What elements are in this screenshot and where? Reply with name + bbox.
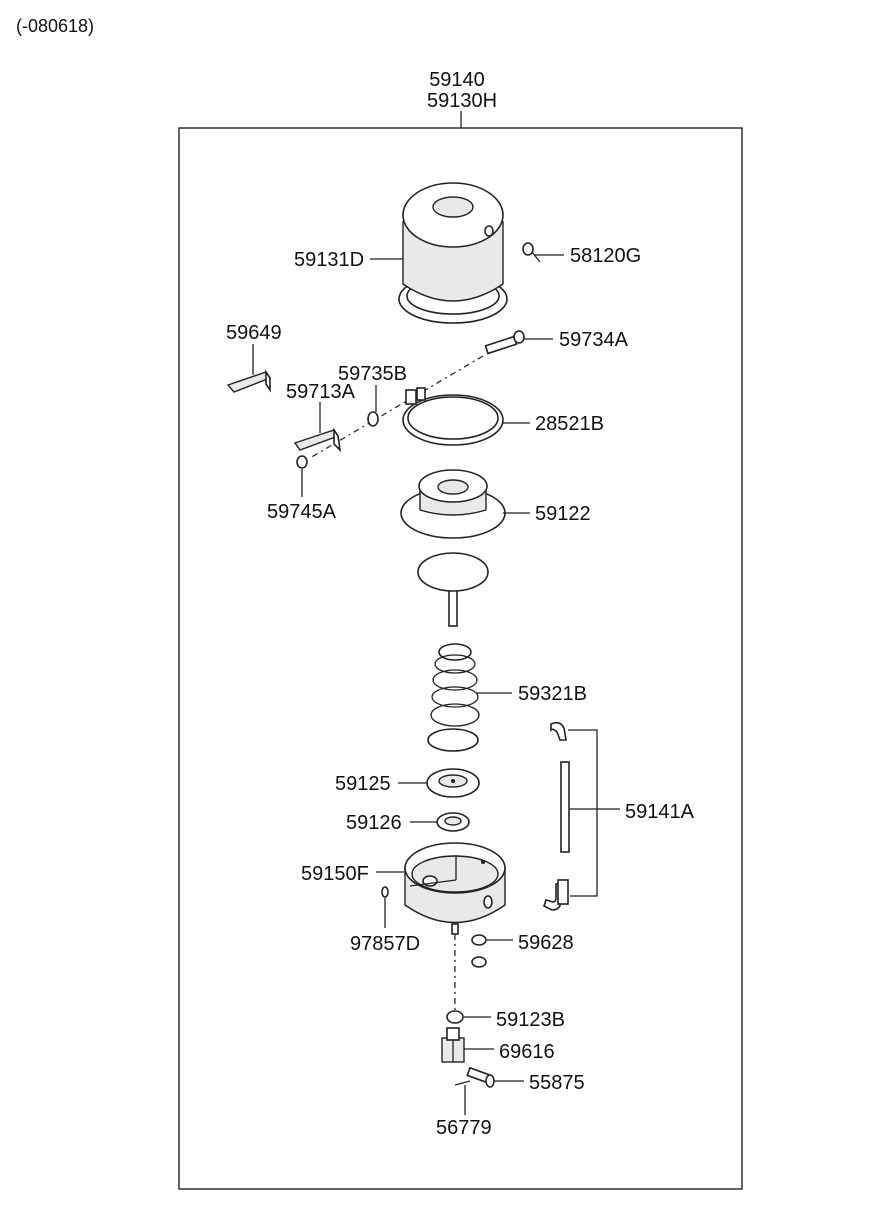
nut-59745A-part[interactable] xyxy=(296,455,308,469)
nut-59628-part[interactable] xyxy=(471,934,487,968)
label-28521B[interactable]: 28521B xyxy=(535,413,604,435)
label-59713A[interactable]: 59713A xyxy=(286,381,356,403)
nut-59123B-part[interactable] xyxy=(446,1010,464,1024)
label-59126[interactable]: 59126 xyxy=(346,812,402,834)
washer-59125-part[interactable] xyxy=(426,768,480,798)
lower-housing-part[interactable] xyxy=(404,842,506,935)
label-59123B[interactable]: 59123B xyxy=(496,1009,565,1031)
assembly-part-number-2[interactable]: 59130H xyxy=(427,90,497,112)
label-56779[interactable]: 56779 xyxy=(436,1117,492,1139)
revision-code: (-080618) xyxy=(16,16,94,36)
label-59745A[interactable]: 59745A xyxy=(267,501,337,523)
spring-part[interactable] xyxy=(427,643,480,752)
washer-59126-part[interactable] xyxy=(436,812,470,832)
nipple-part[interactable] xyxy=(522,242,541,263)
assembly-frame xyxy=(178,127,743,1190)
label-59628[interactable]: 59628 xyxy=(518,932,574,954)
label-59125[interactable]: 59125 xyxy=(335,773,391,795)
nut-59735B-part[interactable] xyxy=(367,411,379,427)
label-58120G[interactable]: 58120G xyxy=(570,245,641,267)
label-97857D[interactable]: 97857D xyxy=(350,933,420,955)
piston-plate-part xyxy=(417,552,489,627)
label-69616[interactable]: 69616 xyxy=(499,1041,555,1063)
label-59122[interactable]: 59122 xyxy=(535,503,591,525)
label-55875[interactable]: 55875 xyxy=(529,1072,585,1094)
boot-cover-part[interactable] xyxy=(398,182,508,324)
label-59735B[interactable]: 59735B xyxy=(338,363,407,385)
clevis-pin-part[interactable] xyxy=(466,1066,495,1088)
clamp-band-part[interactable] xyxy=(402,387,504,446)
bracket-59649-part[interactable] xyxy=(226,369,272,393)
label-59141A[interactable]: 59141A xyxy=(625,801,695,823)
label-59734A[interactable]: 59734A xyxy=(559,329,629,351)
label-59321B[interactable]: 59321B xyxy=(518,683,587,705)
label-59131D[interactable]: 59131D xyxy=(294,249,364,271)
clevis-part[interactable] xyxy=(441,1027,465,1063)
plug-97857D-part[interactable] xyxy=(381,886,389,898)
bolt-59734A-part[interactable] xyxy=(484,330,525,355)
split-pin-part[interactable] xyxy=(454,1080,471,1086)
diaphragm-cup-part[interactable] xyxy=(400,469,506,539)
hose-set-part[interactable] xyxy=(543,721,570,911)
label-59150F[interactable]: 59150F xyxy=(301,863,369,885)
bracket-59713A-part[interactable] xyxy=(293,427,342,453)
label-59649[interactable]: 59649 xyxy=(226,322,282,344)
assembly-part-number-1[interactable]: 59140 xyxy=(429,69,485,91)
